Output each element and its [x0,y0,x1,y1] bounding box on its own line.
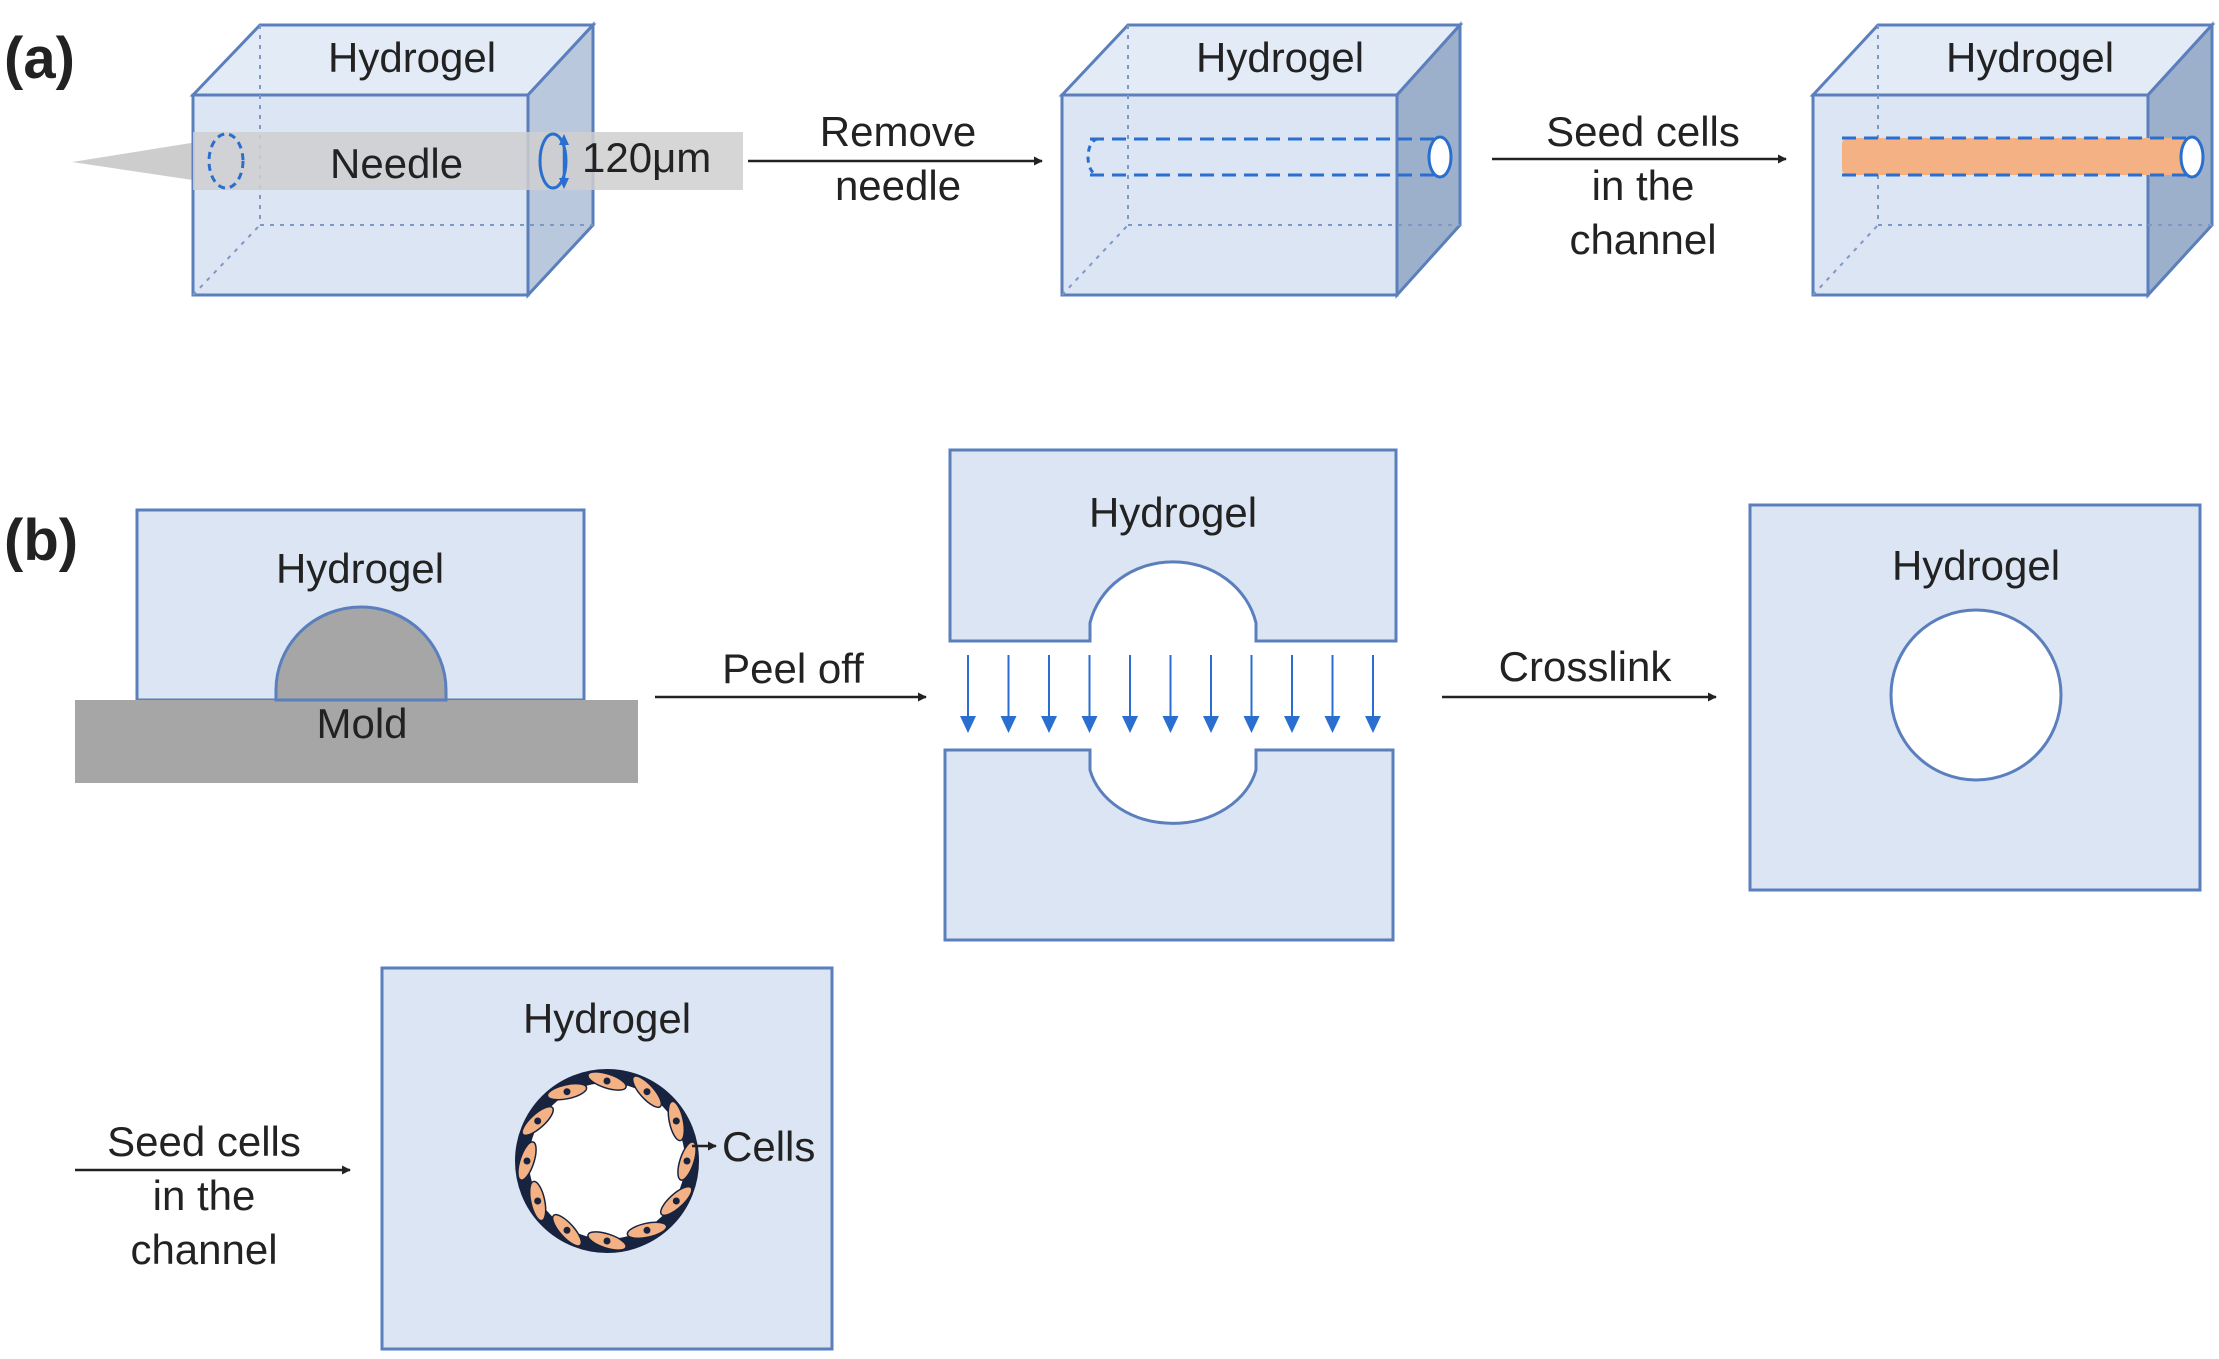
mold-label: Mold [316,700,407,747]
uv-arrow-head [1000,716,1017,733]
uv-arrow-head [1284,716,1300,733]
uv-arrow-head [1324,716,1341,733]
cell-nucleus [672,1197,680,1205]
dimension-arrow-top [559,134,569,145]
uv-arrow-head [960,716,976,733]
arrow-crosslink: Crosslink [1442,643,1717,702]
uv-arrows [960,655,1381,733]
cube3-front-face [1811,93,2150,297]
lower-half [943,748,1395,942]
cube-with-channel: Hydrogel [1058,21,1464,299]
cell-lined-channel [515,1069,699,1253]
uv-arrow-head [1122,716,1138,733]
cell-nucleus [643,1088,651,1096]
cell-nucleus [523,1157,531,1165]
arrow-remove-needle: Remove needle [748,108,1043,209]
cell-nucleus [563,1088,571,1096]
needle-entry-circle [207,132,245,190]
uv-arrow-head [1041,716,1057,733]
seeded-channel [1842,135,2205,179]
needle-shaft [193,132,743,190]
uv-arrow-head [1162,716,1179,733]
cube1-hidden-edges [192,25,593,296]
empty-channel [1086,135,1453,179]
cube1-front-face [191,93,530,297]
cell-nucleus [603,1237,611,1245]
needle-exit-circle [538,132,568,190]
cube2-hidden-edges [1061,25,1460,296]
cell-nucleus [603,1077,611,1085]
seed-a-line2: in the [1592,162,1695,209]
cube3-title: Hydrogel [1946,34,2114,81]
needle-diameter-label: 120μm [582,134,711,181]
step3-title: Hydrogel [1892,542,2060,589]
arrow-peel-off: Peel off [655,645,927,702]
panel-b-label: (b) [4,508,78,573]
cube-with-seeded-channel: Hydrogel [1809,21,2216,299]
arrow-seed-cells-b: Seed cells in the channel [75,1118,351,1273]
uv-arrow-head [1203,716,1219,733]
seed-b-line3: channel [130,1226,277,1273]
peel-off-label: Peel off [722,645,864,692]
mold-dome [274,605,448,702]
mold-base [75,700,638,783]
hydrogel-on-mold: Hydrogel Mold [75,508,638,783]
cube2-title: Hydrogel [1196,34,1364,81]
arrow-seed-cells-a: Seed cells in the channel [1492,108,1787,263]
seed-b-line1: Seed cells [107,1118,301,1165]
step2-title: Hydrogel [1089,489,1257,536]
uv-arrow-head [1243,716,1260,733]
seed-a-line1: Seed cells [1546,108,1740,155]
dimension-arrow-bottom [559,178,569,189]
remove-needle-line1: Remove [820,108,976,155]
step4-title: Hydrogel [523,995,691,1042]
cell-nucleus [683,1157,691,1165]
circular-channel [1889,608,2063,782]
cell-nucleus [534,1117,542,1125]
cube1-title: Hydrogel [328,34,496,81]
cell-nucleus [643,1226,651,1234]
cells-label: Cells [722,1123,815,1170]
remove-needle-line2: needle [835,162,961,209]
two-hydrogel-halves: Hydrogel [943,448,1398,942]
crosslinked-hydrogel: Hydrogel [1748,503,2202,892]
cube2-front-face [1060,93,1399,297]
cell-nucleus [672,1117,680,1125]
cube-with-needle: Hydrogel Needle 120μm [72,21,743,299]
seed-a-line3: channel [1569,216,1716,263]
cube3-hidden-edges [1812,25,2212,296]
cell-nucleus [563,1226,571,1234]
seeded-hydrogel: Hydrogel Cells [380,966,834,1351]
seed-b-line2: in the [153,1172,256,1219]
uv-arrow-head [1081,716,1098,733]
needle-label: Needle [330,140,463,187]
uv-arrow-head [1365,716,1381,733]
panel-a-label: (a) [4,26,75,91]
step1-title: Hydrogel [276,545,444,592]
cell-nucleus [534,1197,542,1205]
cell-layer [517,1071,697,1251]
upper-half [948,448,1398,643]
crosslink-label: Crosslink [1499,643,1673,690]
